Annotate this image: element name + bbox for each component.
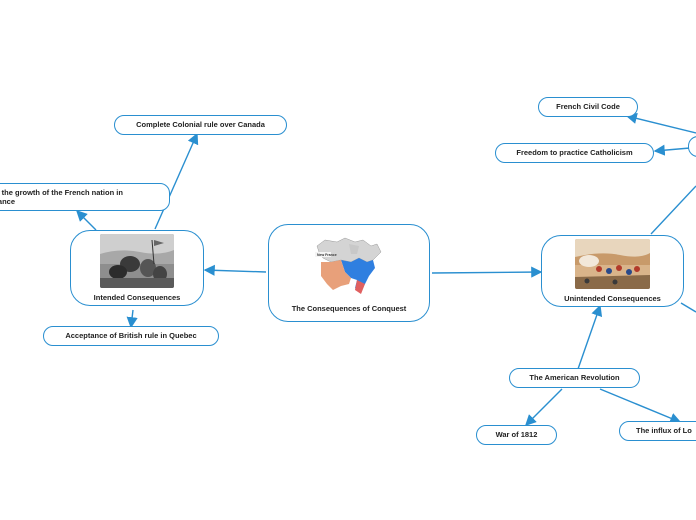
link-intended-colonial-rule (154, 132, 199, 230)
svg-text:New France: New France (317, 253, 337, 257)
acceptance-british-rule-node[interactable]: Acceptance of British rule in Quebec (43, 326, 219, 346)
link-intended-french-nation (76, 210, 97, 231)
battle-painting-icon (575, 238, 650, 289)
link-unintended-revolution (569, 304, 603, 381)
link-unintended-hub (650, 185, 696, 235)
french-civil-code-node[interactable]: French Civil Code (538, 97, 638, 117)
link-central-intended (203, 264, 267, 276)
intended-consequences-label: Intended Consequences (93, 292, 181, 302)
french-nation-growth-node[interactable]: g the growth of the French nation in ran… (0, 183, 170, 211)
link-hub-civil-code (625, 112, 696, 134)
link-intended-british-rule (126, 309, 138, 329)
war-of-1812-node[interactable]: War of 1812 (476, 425, 557, 445)
link-revolution-influx (599, 388, 682, 424)
battle-engraving-icon (100, 233, 174, 288)
complete-colonial-rule-node[interactable]: Complete Colonial rule over Canada (114, 115, 287, 135)
link-unintended-offscreen (680, 302, 696, 313)
intended-consequences-node[interactable]: Intended Consequences (70, 230, 204, 306)
american-revolution-node[interactable]: The American Revolution (509, 368, 640, 388)
unintended-consequences-node[interactable]: Unintended Consequences (541, 235, 684, 307)
influx-node[interactable]: The influx of Lo (619, 421, 696, 441)
link-central-unintended (431, 266, 543, 278)
link-hub-catholicism (653, 144, 691, 156)
unintended-consequences-label: Unintended Consequences (564, 293, 661, 303)
map-of-north-america-icon: New France (311, 232, 387, 301)
central-topic-node[interactable]: New France The Consequences of Conquest (268, 224, 430, 322)
central-topic-label: The Consequences of Conquest (291, 304, 407, 314)
freedom-catholicism-node[interactable]: Freedom to practice Catholicism (495, 143, 654, 163)
link-revolution-war-1812 (525, 388, 563, 426)
